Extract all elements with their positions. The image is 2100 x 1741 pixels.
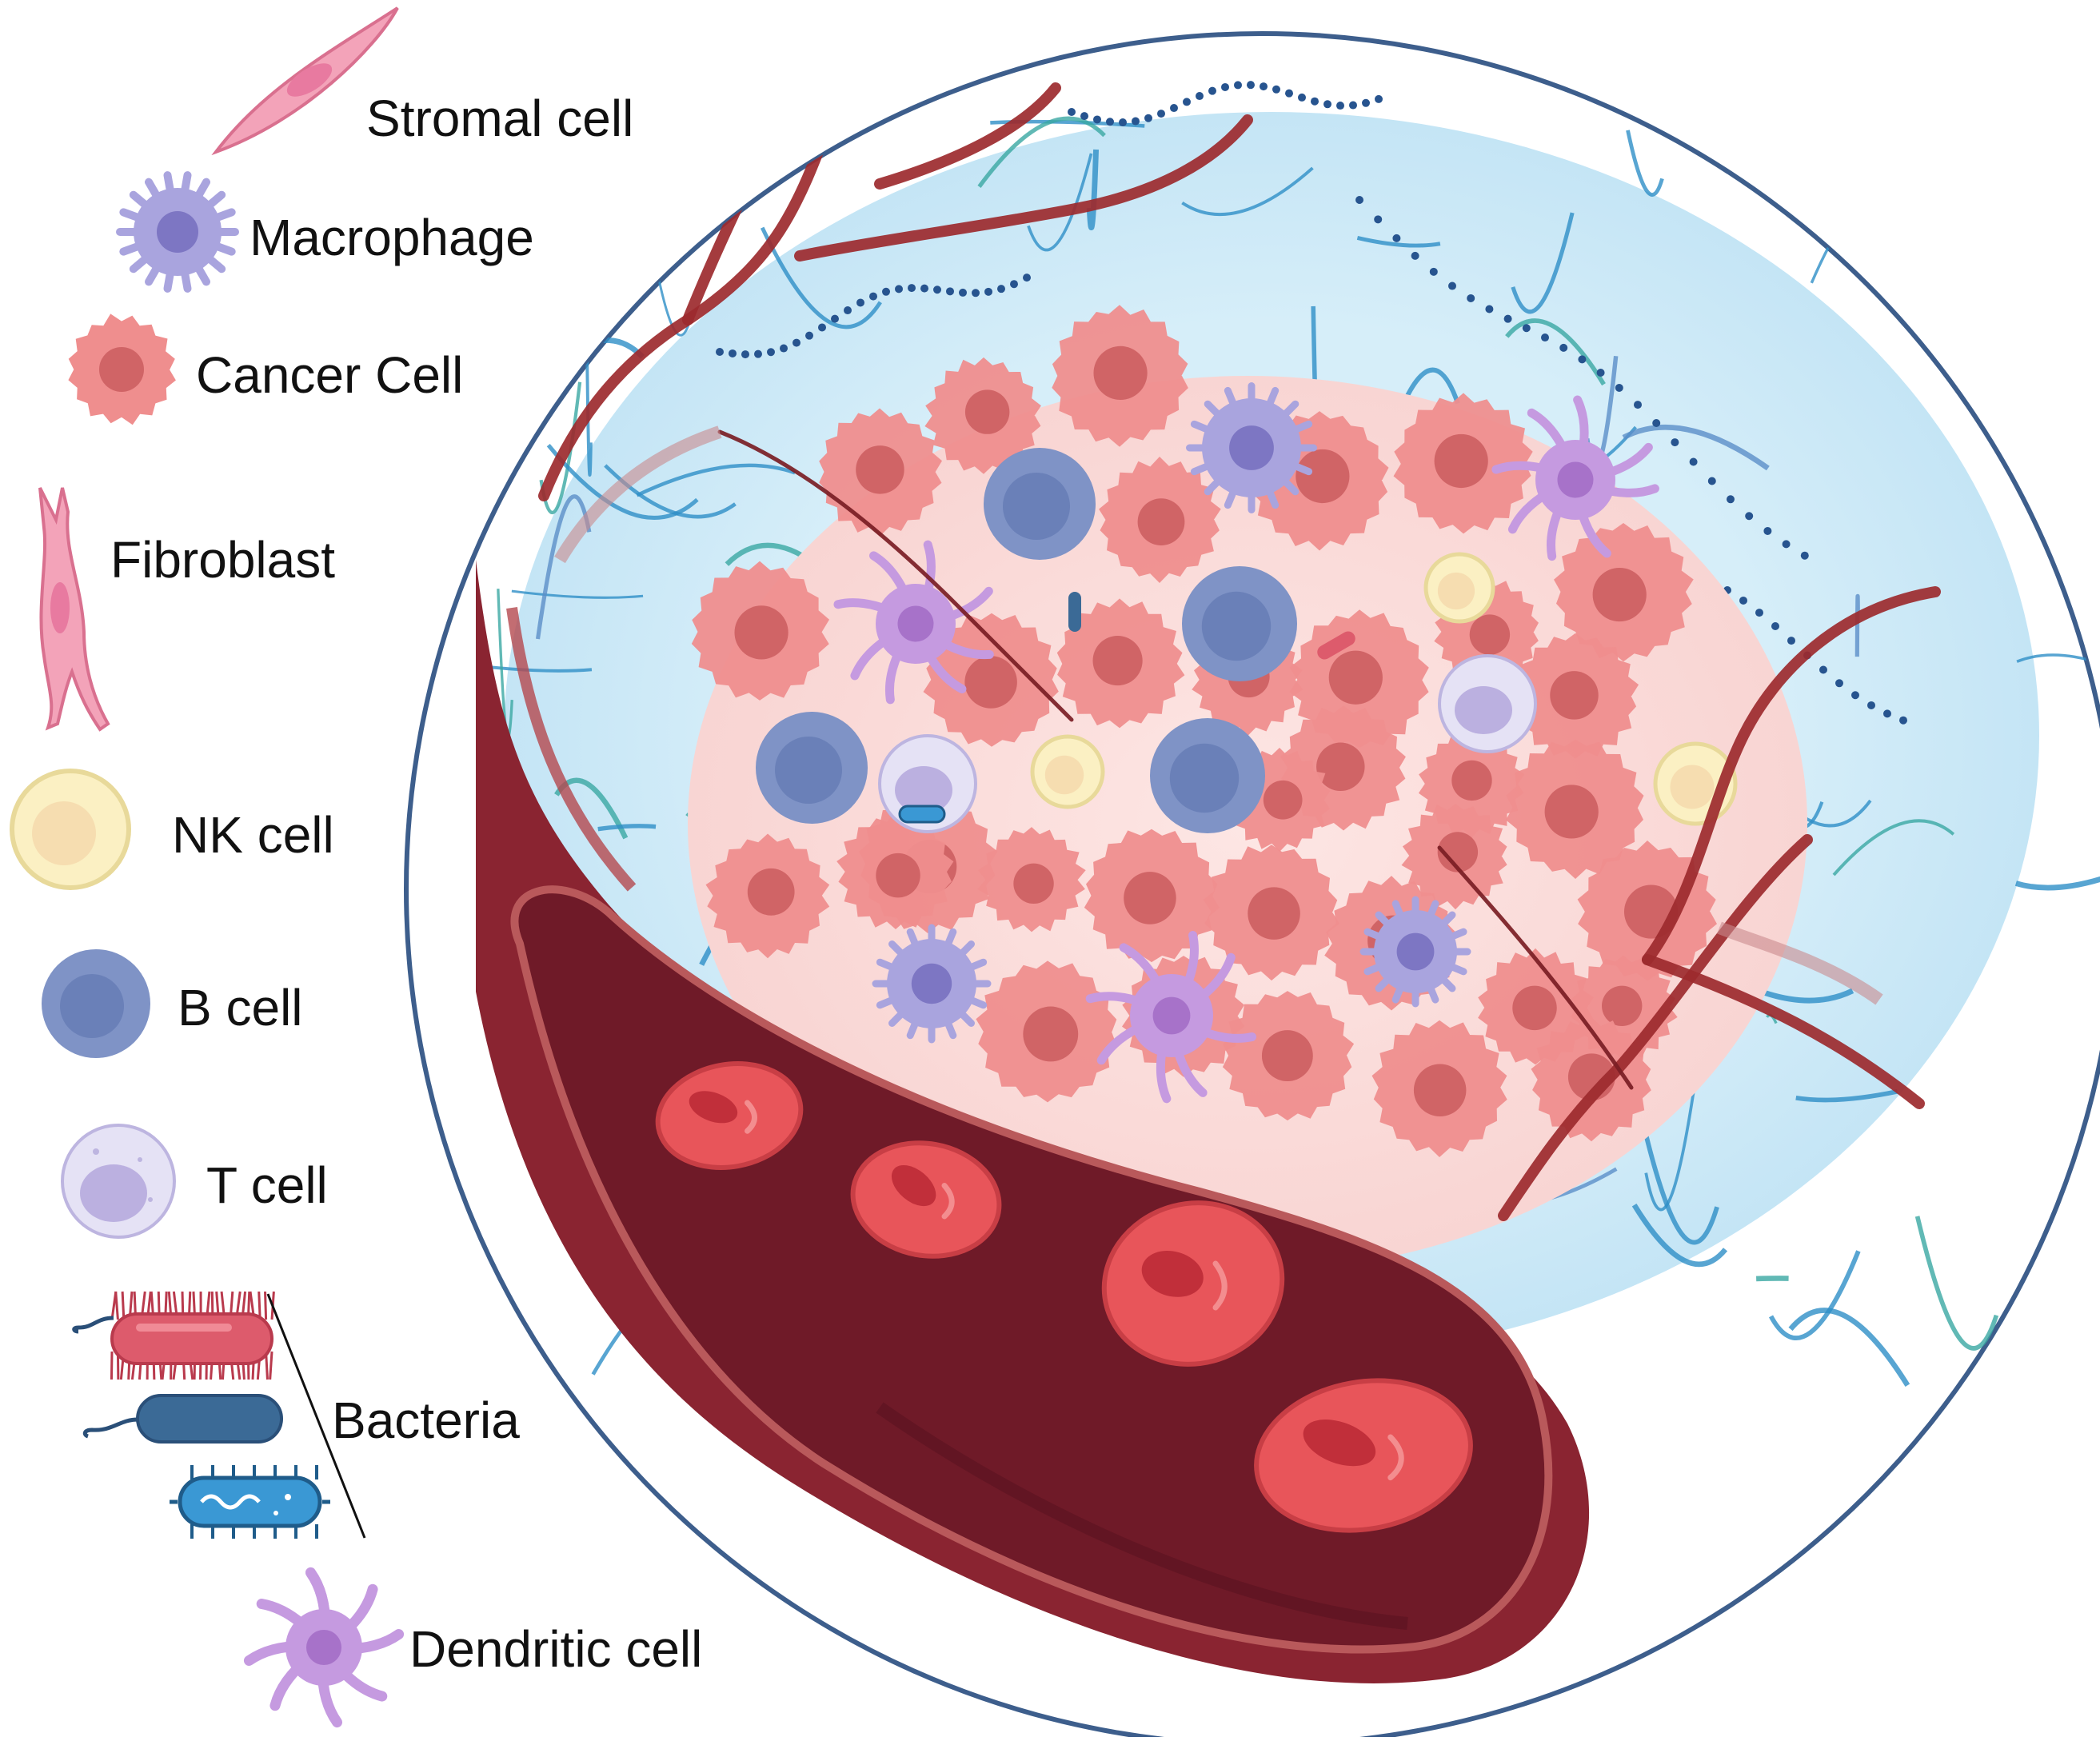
- nk-cell-icon: [12, 771, 129, 888]
- legend-label-dendritic-cell: Dendritic cell: [409, 1623, 702, 1675]
- legend-label-stromal-cell: Stromal cell: [366, 93, 633, 144]
- legend-label-macrophage: Macrophage: [250, 212, 534, 263]
- bacteria-icon: [74, 1292, 365, 1539]
- legend-label-t-cell: T cell: [206, 1160, 328, 1211]
- b-cell-icon: [42, 949, 150, 1058]
- t-cell-icon: [62, 1125, 174, 1237]
- legend-label-nk-cell: NK cell: [172, 809, 334, 861]
- legend-label-bacteria: Bacteria: [332, 1395, 520, 1446]
- legend-label-cancer-cell: Cancer Cell: [196, 349, 463, 401]
- legend-label-fibroblast: Fibroblast: [110, 534, 335, 585]
- dendritic-cell-icon: [249, 1572, 398, 1722]
- legend-label-b-cell: B cell: [178, 982, 303, 1033]
- fibroblast-icon: [40, 488, 108, 729]
- macrophage-icon: [120, 175, 235, 289]
- cancer-cell-icon: [68, 313, 176, 425]
